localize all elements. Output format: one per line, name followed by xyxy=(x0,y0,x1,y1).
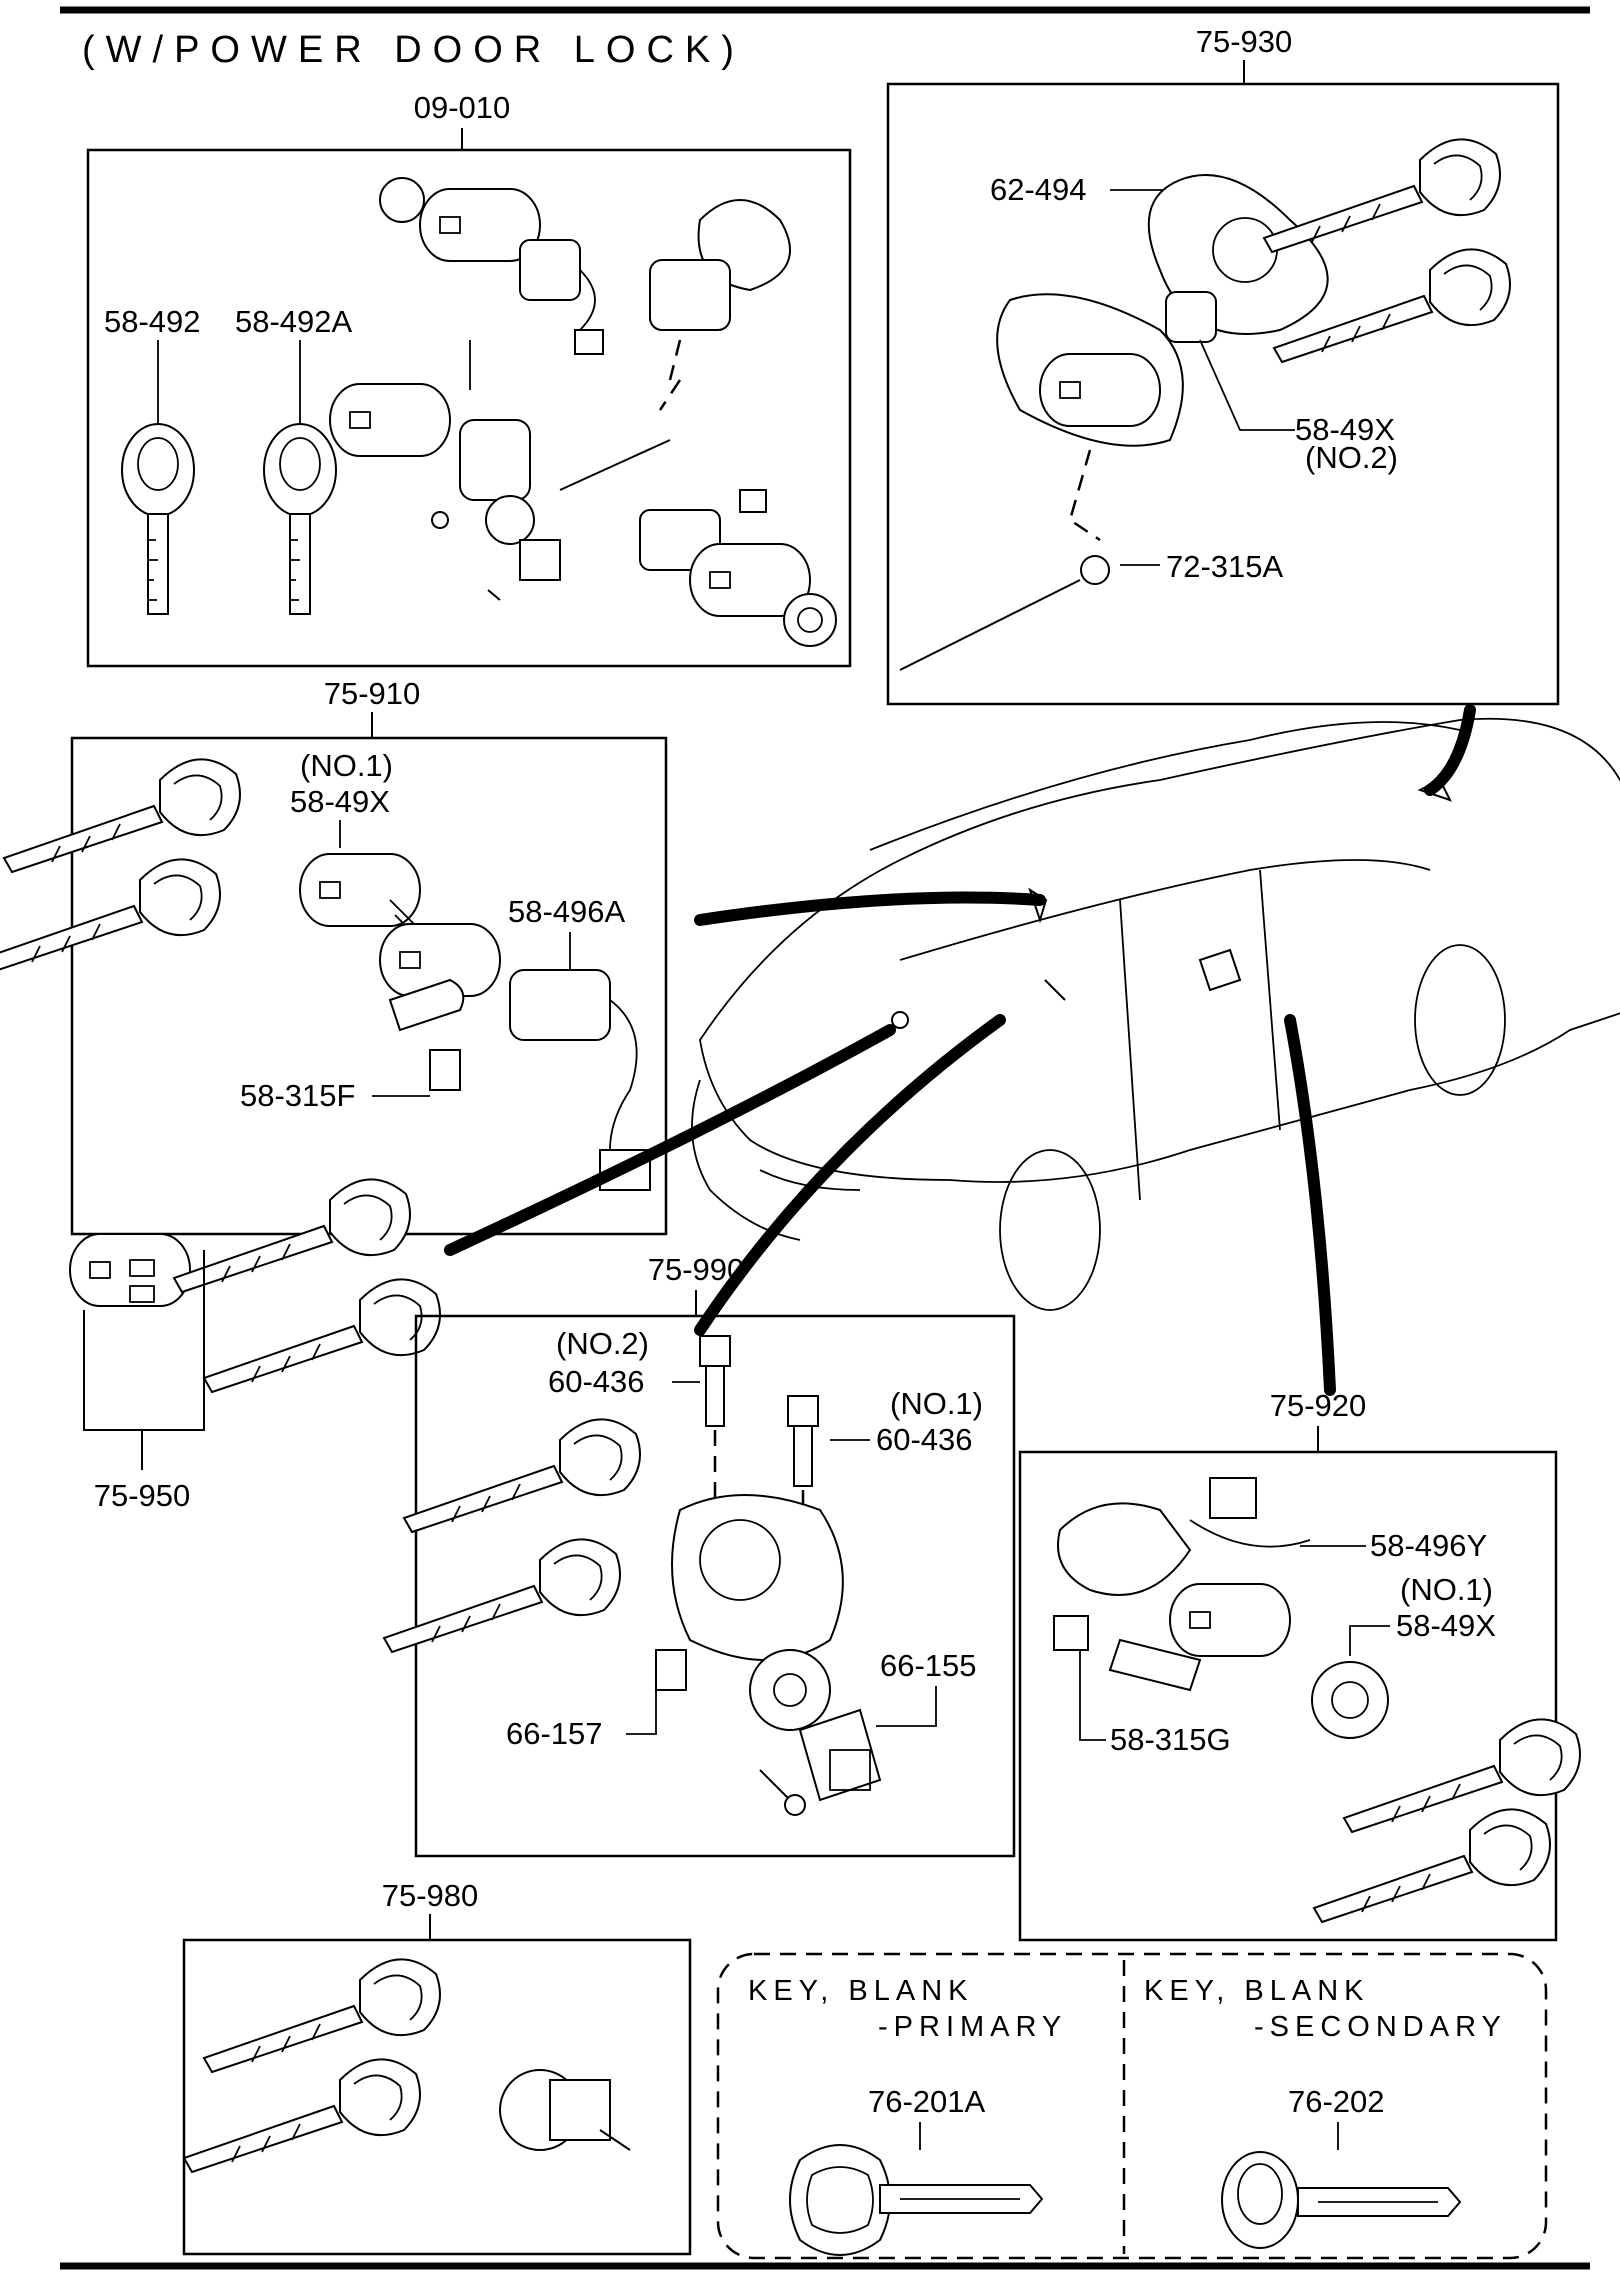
key-75-920-a-icon xyxy=(1343,1718,1581,1833)
key-blank-secondary-subtitle: -SECONDARY xyxy=(1254,2011,1507,2043)
part-label-76-201A: 76-201A xyxy=(868,2084,986,2119)
cylinder-75-910-icon xyxy=(299,853,501,1091)
actuator-58-496A-icon xyxy=(509,969,651,1191)
key-75-980-a-icon xyxy=(203,1958,441,2073)
group-code-09-010: 09-010 xyxy=(414,90,511,125)
key-blank-primary-icon xyxy=(789,2144,1044,2256)
group-box-75-990 xyxy=(414,1314,1016,1858)
rod-icon xyxy=(899,579,1081,671)
part-label-62-494: 62-494 xyxy=(990,172,1087,207)
part-label-58-315F: 58-315F xyxy=(240,1078,355,1113)
vehicle-outline xyxy=(691,717,1620,1311)
key-75-930-a-icon xyxy=(1263,138,1501,253)
actuator-58-496Y-icon xyxy=(1057,1477,1311,1596)
key-58-492-icon xyxy=(121,423,195,615)
group-code-75-950: 75-950 xyxy=(94,1478,191,1513)
part-label-no1-920: (NO.1) xyxy=(1400,1572,1493,1607)
key-75-910-b-icon xyxy=(0,858,221,973)
part-label-58-496A: 58-496A xyxy=(508,894,626,929)
key-75-990-a-icon xyxy=(403,1418,641,1533)
switch-66-157-icon xyxy=(655,1649,687,1691)
bolt-60-436-b-icon xyxy=(787,1395,819,1487)
part-label-58-49X-920: 58-49X xyxy=(1396,1608,1496,1643)
key-blank-secondary-icon xyxy=(1221,2151,1462,2249)
part-label-76-202: 76-202 xyxy=(1288,2084,1385,2119)
key-75-980-b-icon xyxy=(183,2058,421,2173)
key-75-910-a-icon xyxy=(3,758,241,873)
diagram-header: (W/POWER DOOR LOCK) xyxy=(82,29,745,71)
switch-66-155-icon xyxy=(759,1708,882,1816)
part-label-58-496Y: 58-496Y xyxy=(1370,1528,1487,1563)
group-code-75-910: 75-910 xyxy=(324,676,421,711)
clip-58-315G-icon xyxy=(1053,1615,1089,1651)
clip-72-315A-icon xyxy=(1080,555,1110,585)
part-label-58-49X-no2: 58-49X xyxy=(1295,412,1395,447)
group-box-75-980 xyxy=(182,1938,692,2256)
group-code-75-990: 75-990 xyxy=(648,1252,745,1287)
leader-75-950 xyxy=(444,1024,896,1256)
part-label-66-157: 66-157 xyxy=(506,1716,603,1751)
key-75-990-b-icon xyxy=(383,1538,621,1653)
key-58-492A-icon xyxy=(263,423,337,615)
part-label-58-492: 58-492 xyxy=(104,304,201,339)
group-code-75-980: 75-980 xyxy=(382,1878,479,1913)
part-label-58-49X: 58-49X xyxy=(290,784,390,819)
part-label-58-492A: 58-492A xyxy=(235,304,353,339)
part-label-no1-990: (NO.1) xyxy=(890,1386,983,1421)
leader-75-910 xyxy=(694,891,1046,926)
key-blank-box xyxy=(716,1952,1548,2260)
part-label-no2: (NO.2) xyxy=(1305,440,1398,475)
part-label-no1: (NO.1) xyxy=(300,748,393,783)
key-blank-primary-title: KEY, BLANK xyxy=(748,1975,974,2007)
leader-75-920 xyxy=(1284,1014,1336,1396)
group-box-09-010 xyxy=(86,148,852,668)
cylinder-58-49X-icon xyxy=(1165,291,1217,343)
part-label-72-315A: 72-315A xyxy=(1166,549,1284,584)
part-label-58-315G: 58-315G xyxy=(1110,1722,1231,1757)
lock-housing-75-930-icon xyxy=(996,293,1184,542)
part-label-60-436-b: 60-436 xyxy=(876,1422,973,1457)
lock-assembly-09-010-icon xyxy=(329,177,837,647)
leader-75-990 xyxy=(694,1014,1006,1336)
key-blank-primary-subtitle: -PRIMARY xyxy=(878,2011,1067,2043)
part-label-60-436-a: 60-436 xyxy=(548,1364,645,1399)
group-code-75-920: 75-920 xyxy=(1270,1388,1367,1423)
cylinder-75-950-icon xyxy=(69,1233,191,1307)
group-code-75-930: 75-930 xyxy=(1196,24,1293,59)
bolt-60-436-a-icon xyxy=(699,1335,731,1427)
leader-75-930 xyxy=(1424,704,1476,796)
key-75-950-b-icon xyxy=(203,1278,441,1393)
part-label-66-155: 66-155 xyxy=(880,1648,977,1683)
cylinder-75-920-icon xyxy=(1108,1583,1389,1739)
switch-75-980-icon xyxy=(499,2069,631,2151)
key-75-950-a-icon xyxy=(173,1178,411,1293)
key-blank-secondary-title: KEY, BLANK xyxy=(1144,1975,1370,2007)
part-label-no2-990: (NO.2) xyxy=(556,1326,649,1361)
group-box-75-930 xyxy=(886,82,1560,706)
group-box-75-920 xyxy=(1018,1450,1558,1942)
ignition-switch-75-990-icon xyxy=(671,1494,844,1731)
